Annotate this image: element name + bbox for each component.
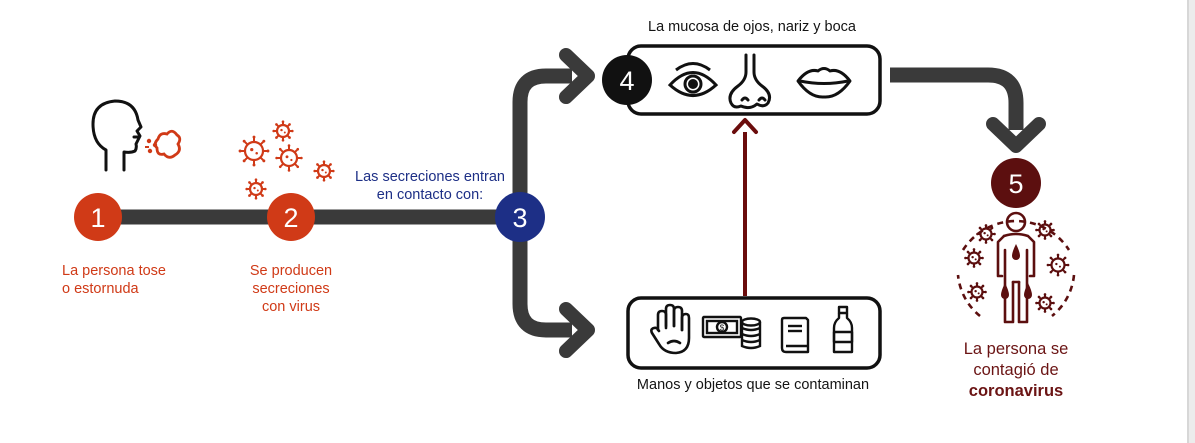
virus-icon (238, 135, 270, 167)
virus-icon (967, 282, 987, 302)
step-2-label: Se producen secreciones con virus (249, 263, 333, 315)
infection-aura (956, 219, 1076, 318)
nose-icon (728, 53, 771, 110)
infection-virus-icons (964, 220, 1070, 313)
hand-icon (650, 303, 691, 355)
step-4-circle (602, 55, 652, 105)
virus-icon (976, 224, 996, 244)
step-3-number: 3 (512, 203, 527, 233)
virus-icon (245, 178, 267, 200)
virus-icon (272, 120, 294, 142)
step-5-label: La persona se contagió de coronavirus (963, 340, 1069, 400)
window-edge (1187, 0, 1195, 443)
step-5-circle (991, 158, 1041, 208)
step-1-circle (74, 193, 122, 241)
step-3-label: Las secreciones entran en contacto con: (355, 169, 505, 203)
to-step5-arrowhead (986, 117, 1046, 153)
hands-to-mucosa-arrowhead (732, 118, 758, 134)
step-2-number: 2 (283, 203, 298, 233)
money-icon: $ (701, 315, 762, 350)
branch-up-arrowhead (559, 48, 595, 104)
step-5-number: 5 (1008, 169, 1023, 199)
coughing-head-icon (91, 99, 143, 172)
mouth-icon (796, 67, 852, 99)
virus-icon (964, 248, 984, 268)
contaminated-box (626, 296, 882, 370)
virus-icon (1035, 220, 1055, 240)
to-step5-arrow (890, 67, 1024, 130)
branch-down-arrowhead (559, 302, 595, 358)
bottle-icon (832, 305, 854, 354)
cough-droplets-icon (145, 129, 182, 159)
step-3-circle (495, 192, 545, 242)
virus-icon (275, 144, 303, 172)
virus-icon (1035, 293, 1055, 313)
branch-up-arrow (512, 68, 572, 217)
virus-icon (313, 160, 335, 182)
branch-down-arrow (512, 217, 572, 338)
step-4-number: 4 (619, 66, 634, 96)
virus-cluster-icon (238, 120, 335, 200)
step-2-circle (267, 193, 315, 241)
step-4-label: La mucosa de ojos, nariz y boca (648, 19, 856, 35)
eye-icon (667, 62, 719, 97)
step-1-label: La persona tose o estornuda (62, 263, 166, 297)
virus-icon (1046, 253, 1070, 277)
step-1-number: 1 (90, 203, 105, 233)
book-icon (780, 316, 810, 354)
infected-person-drops-icon (1001, 244, 1032, 299)
svg-text:$: $ (720, 324, 725, 333)
infected-person-icon (996, 211, 1036, 324)
contaminated-label: Manos y objetos que se contaminan (636, 377, 870, 393)
